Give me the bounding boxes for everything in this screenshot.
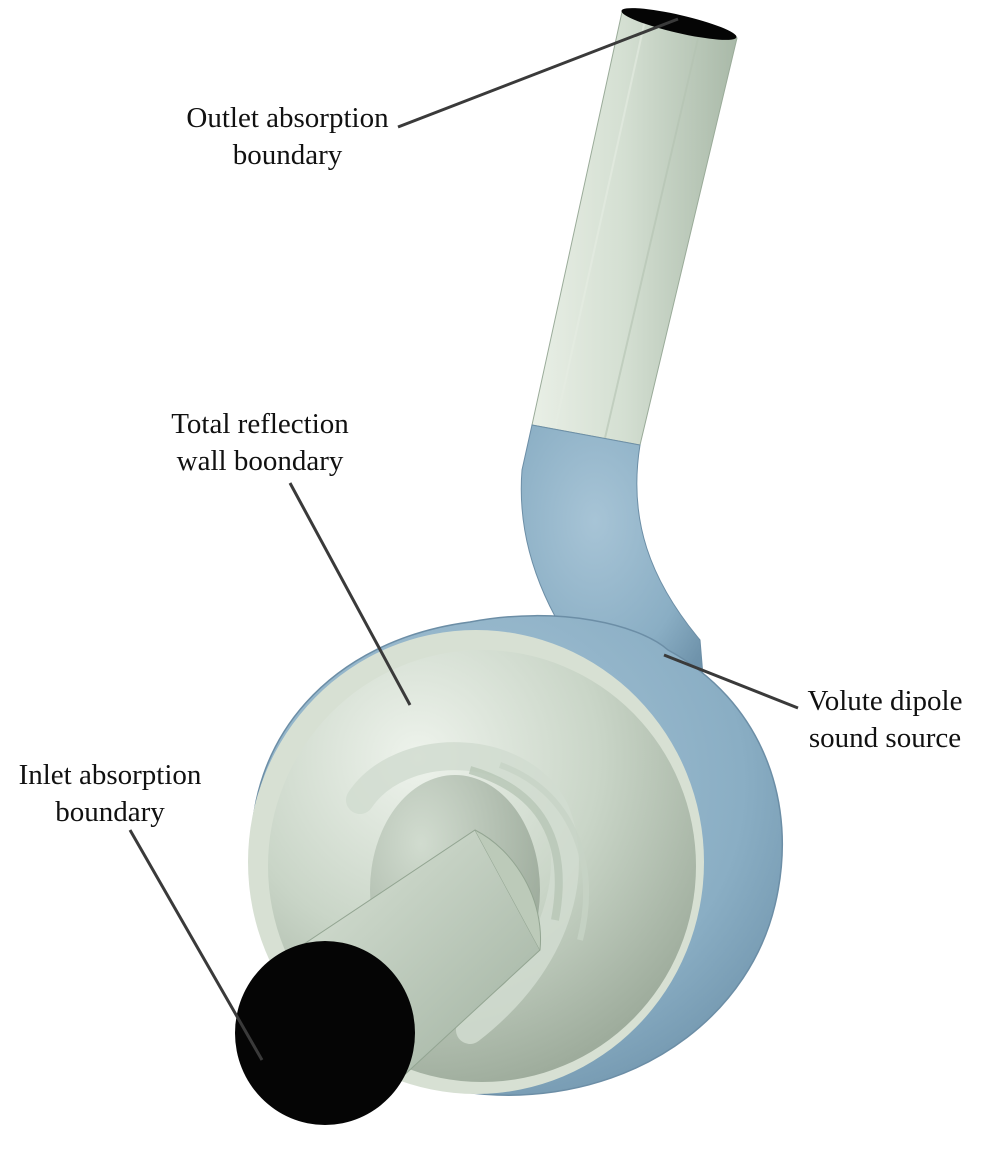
leader-inlet — [128, 829, 264, 1061]
leader-volute — [663, 653, 799, 710]
volute-label-line2: sound source — [808, 722, 962, 754]
inlet-opening — [235, 941, 415, 1125]
outlet-label-line2: boundary — [232, 139, 343, 171]
outlet-absorption-label: Outlet absorption boundary — [160, 100, 415, 174]
volute-label-line1: Volute dipole — [807, 685, 963, 717]
outlet-label-line1: Outlet absorption — [186, 102, 389, 134]
inlet-absorption-label: Inlet absorption boundary — [0, 757, 220, 831]
volute-dipole-label: Volute dipole sound source — [790, 683, 980, 757]
leader-lines — [128, 17, 799, 1061]
inlet-label-line1: Inlet absorption — [18, 759, 202, 791]
outlet-pipe — [531, 11, 738, 446]
total-reflection-label: Total reflection wall boondary — [140, 406, 380, 480]
leader-wall — [288, 482, 412, 706]
wall-label-line1: Total reflection — [171, 408, 349, 440]
outlet-opening — [621, 8, 737, 40]
inlet-label-line2: boundary — [55, 796, 165, 828]
leader-outlet — [397, 17, 679, 129]
wall-label-line2: wall boondary — [176, 445, 344, 477]
